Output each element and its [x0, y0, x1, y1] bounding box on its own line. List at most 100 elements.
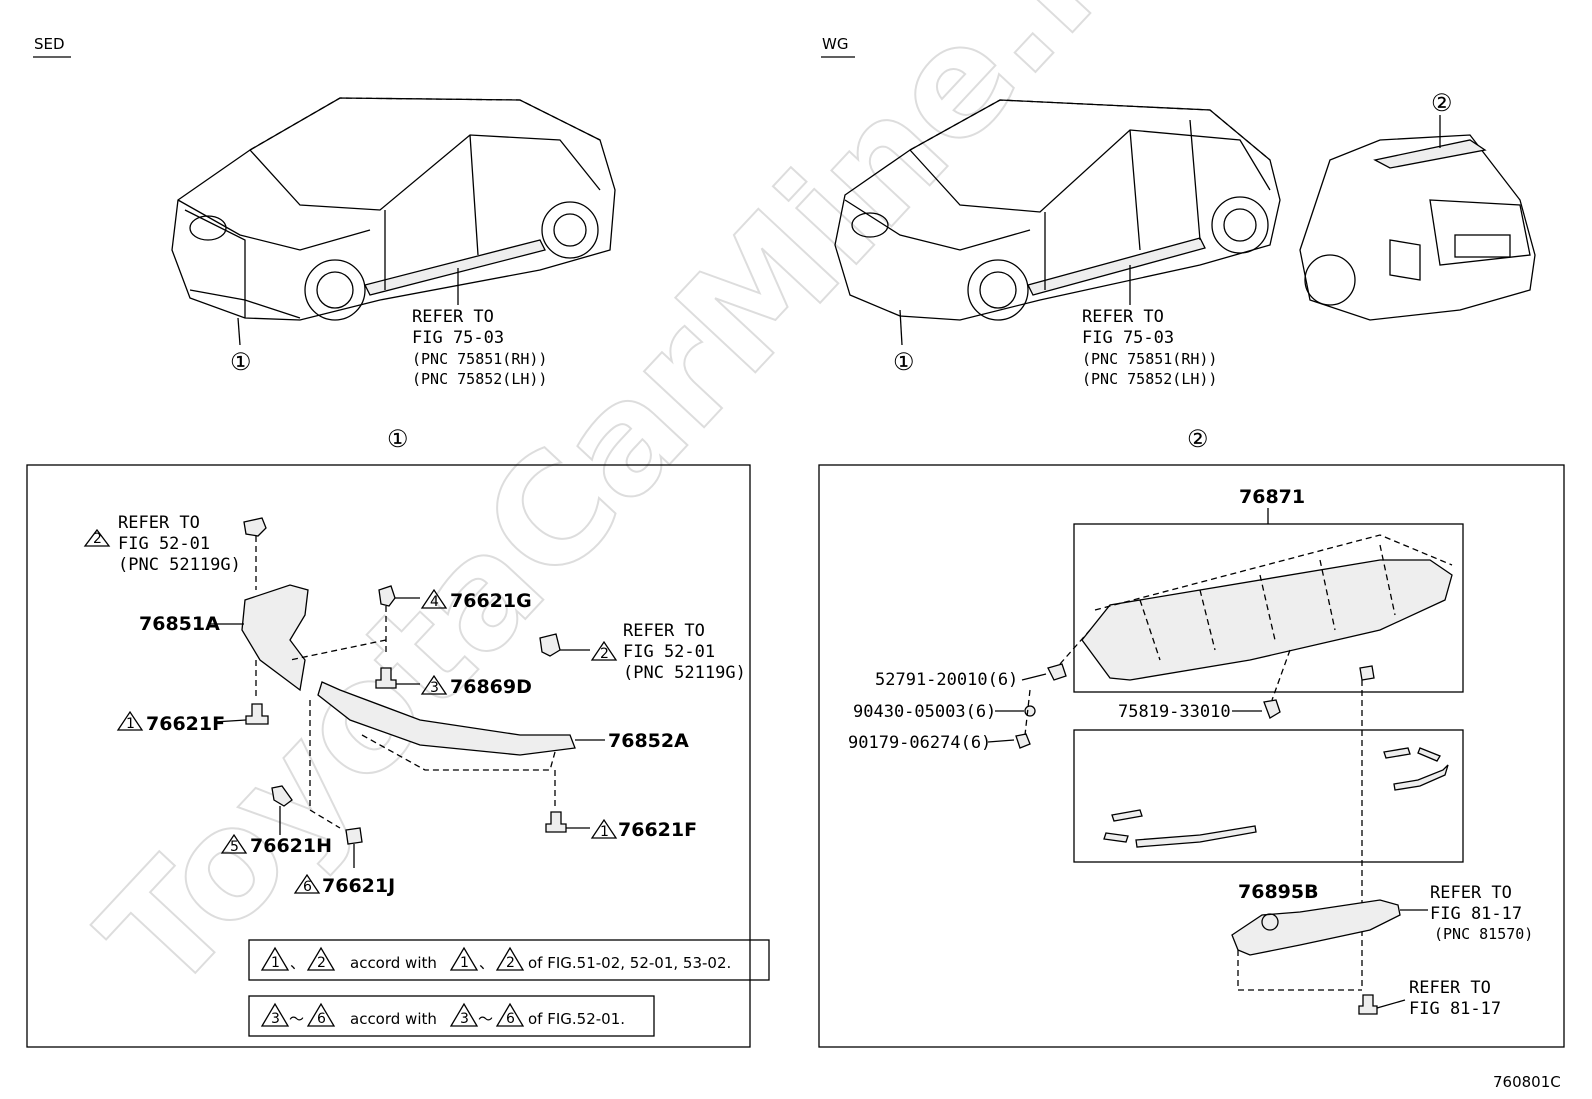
svg-text:2: 2 — [506, 955, 515, 971]
clip-76621G — [378, 585, 396, 607]
note-2-sep2: ～ — [478, 1010, 493, 1028]
p1-refer-top-line3: (PNC 52119G) — [118, 555, 241, 575]
p1-dash-4 — [289, 639, 387, 661]
p2-dash-2 — [1024, 689, 1031, 736]
p2-52791: 52791-20010(6) — [875, 670, 1018, 690]
sed-refer-line4: (PNC 75852(LH)) — [412, 370, 547, 388]
tri-1-left: 1 — [116, 710, 144, 732]
leader-refer-bottom — [1376, 999, 1406, 1009]
p2-76895B: 76895B — [1238, 881, 1319, 903]
screw-76621H — [271, 785, 293, 807]
wg-refer-line2: FIG 75-03 — [1082, 328, 1174, 348]
tri-5: 5 — [220, 833, 248, 855]
clip-top — [243, 517, 267, 537]
svg-text:5: 5 — [230, 839, 239, 855]
tri-4: 4 — [420, 588, 448, 610]
nut-76621J — [345, 827, 363, 845]
wg-refer-line3: (PNC 75851(RH)) — [1082, 350, 1217, 368]
p1-76621G: 76621G — [450, 590, 532, 612]
clip-right — [539, 633, 561, 657]
note-1-sep1: 、 — [290, 954, 305, 972]
p1-refer-top-line1: REFER TO — [118, 513, 200, 533]
p2-refer-bottom-line2: FIG 81-17 — [1409, 999, 1501, 1019]
p2-76871: 76871 — [1239, 486, 1305, 508]
p2-refer-lamp-line2: FIG 81-17 — [1430, 904, 1522, 924]
p1-76621F-left: 76621F — [146, 713, 225, 735]
note-1-text1: accord with — [350, 954, 437, 972]
p1-76869D: 76869D — [450, 676, 532, 698]
p2-75819: 75819-33010 — [1118, 702, 1231, 722]
extension-76852A — [317, 681, 576, 756]
panel-2-title: ② — [1187, 425, 1209, 453]
note-1-tri-2: 2 — [306, 946, 336, 971]
svg-text:3: 3 — [271, 1011, 280, 1027]
clip-upper-right — [1359, 665, 1375, 681]
figure-code: 760801C — [1493, 1073, 1561, 1091]
p1-refer-top-line2: FIG 52-01 — [118, 534, 210, 554]
seal-box — [1073, 729, 1464, 863]
p1-76621H: 76621H — [250, 835, 332, 857]
wg-callout-1: ① — [893, 348, 915, 376]
p1-76851A: 76851A — [139, 613, 220, 635]
note-1-sep2: 、 — [479, 954, 494, 972]
p2-dash-5 — [1237, 950, 1362, 991]
p2-90430: 90430-05003(6) — [853, 702, 996, 722]
tri-3: 3 — [420, 674, 448, 696]
note-2-tri-6: 6 — [306, 1002, 336, 1027]
svg-text:3: 3 — [430, 680, 439, 696]
svg-text:1: 1 — [271, 955, 280, 971]
tri-2-right: 2 — [590, 640, 618, 662]
p1-refer-right-line3: (PNC 52119G) — [623, 663, 746, 683]
note-1-text2: of FIG.51-02, 52-01, 53-02. — [528, 954, 731, 972]
sed-label: SED — [34, 35, 65, 53]
sed-refer-line3: (PNC 75851(RH)) — [412, 350, 547, 368]
note-2-tri-3b: 3 — [449, 1002, 479, 1027]
wg-refer-line4: (PNC 75852(LH)) — [1082, 370, 1217, 388]
svg-text:4: 4 — [430, 594, 439, 610]
spoiler-76871 — [1081, 534, 1453, 681]
spoiler-box — [1073, 523, 1464, 693]
bolt-76869D — [375, 667, 397, 689]
bracket-76851A — [241, 584, 309, 692]
p1-refer-right-line1: REFER TO — [623, 621, 705, 641]
sedan-illustration — [171, 97, 616, 321]
p2-dash-1 — [1059, 629, 1091, 665]
tri-2-top: 2 — [83, 528, 111, 547]
svg-text:2: 2 — [93, 531, 102, 547]
svg-text:6: 6 — [506, 1011, 515, 1027]
svg-text:6: 6 — [303, 879, 312, 895]
leader-76621F-left — [213, 719, 247, 723]
svg-text:6: 6 — [317, 1011, 326, 1027]
svg-text:3: 3 — [460, 1011, 469, 1027]
p1-dash-7 — [309, 700, 341, 829]
tri-1-right: 1 — [590, 818, 618, 840]
bolt-76621F-right — [545, 811, 567, 833]
screw-bottom — [1358, 994, 1378, 1015]
note-1-tri-1b: 1 — [449, 946, 479, 971]
watermark: ToyotaCarMine.ru — [69, 0, 1213, 1025]
wg-refer-line1: REFER TO — [1082, 307, 1164, 327]
note-1-box — [248, 939, 770, 981]
note-2-text1: accord with — [350, 1010, 437, 1028]
nut-90179 — [1015, 733, 1031, 749]
svg-text:2: 2 — [600, 646, 609, 662]
seals — [1103, 747, 1449, 848]
leader-52791 — [1021, 673, 1047, 681]
wg-callout-2: ② — [1431, 89, 1453, 117]
note-2-box — [248, 995, 655, 1037]
note-2-tri-3: 3 — [260, 1002, 290, 1027]
note-1-tri-1: 1 — [260, 946, 290, 971]
sed-callout-1: ① — [230, 348, 252, 376]
panel-2-frame — [818, 464, 1565, 1048]
note-2-tri-6b: 6 — [495, 1002, 525, 1027]
panel-1-title: ① — [387, 425, 409, 453]
p1-dash-5 — [361, 734, 556, 771]
leader-90179 — [987, 739, 1015, 743]
p2-refer-lamp-line1: REFER TO — [1430, 883, 1512, 903]
p1-refer-right-line2: FIG 52-01 — [623, 642, 715, 662]
wg-label: WG — [822, 35, 848, 53]
stop-lamp-76895B — [1231, 899, 1401, 956]
clip-75819 — [1263, 699, 1281, 719]
sed-refer-line2: FIG 75-03 — [412, 328, 504, 348]
panel-1-frame — [26, 464, 751, 1048]
